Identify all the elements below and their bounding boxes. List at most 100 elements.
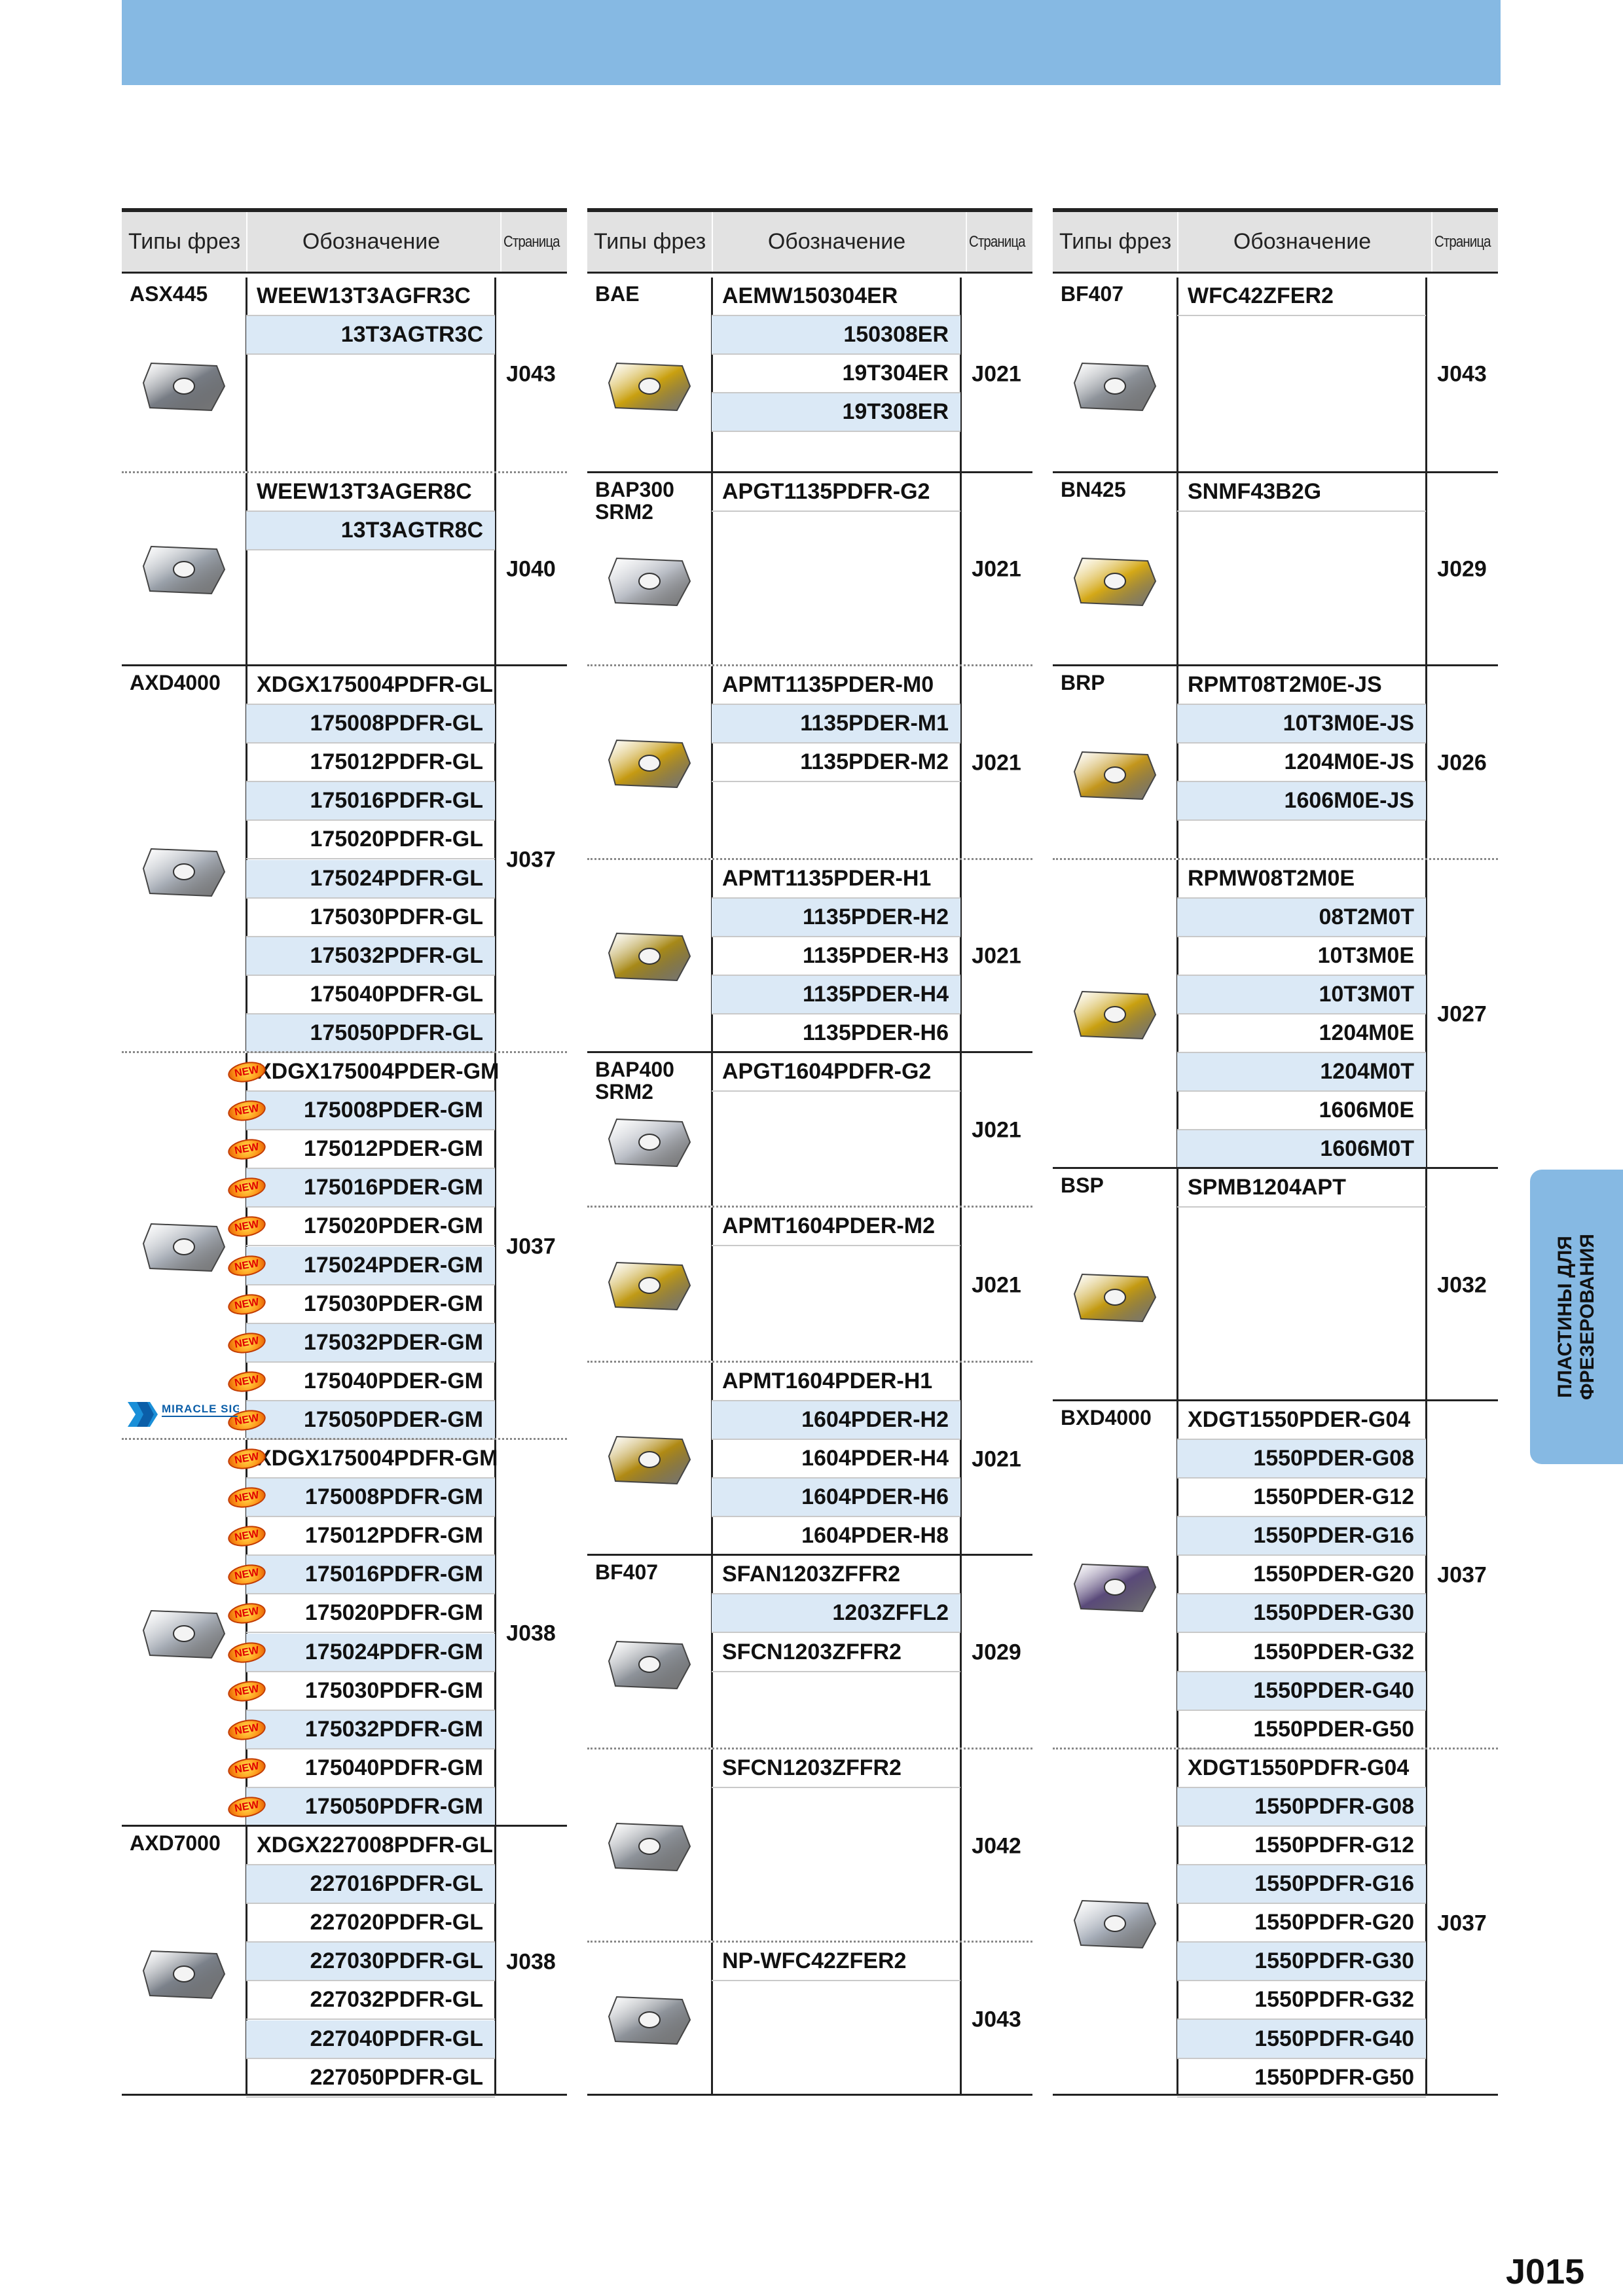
insert-code: 227032PDFR-GL xyxy=(246,1981,495,2020)
cutter-type: BF407 xyxy=(595,1560,659,1585)
insert-image xyxy=(138,842,230,905)
insert-code: 175050PDFR-GM xyxy=(246,1787,495,1827)
insert-code: 175008PDFR-GL xyxy=(246,705,495,744)
page-reference-link[interactable]: J043 xyxy=(506,361,556,387)
insert-code: SPMB1204APT xyxy=(1177,1169,1426,1208)
column-divider xyxy=(1425,1169,1427,1399)
cutter-type: AXD4000 xyxy=(130,671,221,694)
insert-image xyxy=(138,1604,230,1666)
header-page: Страница xyxy=(1431,212,1493,272)
page-reference-link[interactable]: J021 xyxy=(972,750,1021,776)
page-reference-link[interactable]: J026 xyxy=(1437,750,1487,776)
insert-code: 1203ZFFL2 xyxy=(712,1594,960,1634)
insert-code: 175020PDER-GM xyxy=(246,1208,495,1247)
page-reference-link[interactable]: J021 xyxy=(972,943,1021,969)
column-divider xyxy=(711,473,713,664)
insert-code: 175032PDFR-GL xyxy=(246,937,495,976)
insert-code: XDGX227008PDFR-GL xyxy=(246,1827,495,1866)
insert-image xyxy=(1069,1894,1161,1956)
insert-image xyxy=(1069,1268,1161,1330)
insert-code: SFCN1203ZFFR2 xyxy=(712,1633,960,1672)
cutter-type: BAP400 SRM2 xyxy=(595,1058,674,1103)
insert-image xyxy=(604,1990,695,2053)
column-divider xyxy=(1176,1749,1178,2094)
column-divider xyxy=(960,1749,962,1941)
insert-code: 175008PDER-GM xyxy=(246,1092,495,1131)
insert-code: 13T3AGTR8C xyxy=(246,511,495,550)
page-reference-link[interactable]: J027 xyxy=(1437,1001,1487,1027)
page-reference-link[interactable]: J043 xyxy=(972,2007,1021,2032)
insert-code: 1606M0E xyxy=(1177,1092,1426,1131)
insert-code: 1550PDFR-G08 xyxy=(1177,1787,1426,1827)
insert-code: 175050PDFR-GL xyxy=(246,1014,495,1053)
insert-code: 19T304ER xyxy=(712,355,960,394)
page-reference-link[interactable]: J021 xyxy=(972,1272,1021,1298)
page-reference-link[interactable]: J032 xyxy=(1437,1272,1487,1298)
insert-code: 227016PDFR-GL xyxy=(246,1865,495,1905)
insert-image xyxy=(138,540,230,602)
page-reference-link[interactable]: J037 xyxy=(1437,1910,1487,1936)
page-reference-link[interactable]: J029 xyxy=(972,1640,1021,1665)
side-tab-line: ПЛАСТИНЫ ДЛЯ xyxy=(1554,1236,1576,1398)
insert-code: XDGT1550PDFR-G04 xyxy=(1177,1749,1426,1788)
page-reference-link[interactable]: J021 xyxy=(972,1446,1021,1472)
page-reference-link[interactable]: J038 xyxy=(506,1949,556,1975)
insert-code: XDGX175004PDER-GM xyxy=(246,1053,499,1092)
insert-code: 175020PDFR-GM xyxy=(246,1594,495,1634)
insert-code: 175016PDFR-GM xyxy=(246,1556,495,1595)
page-reference-link[interactable]: J029 xyxy=(1437,556,1487,582)
page-reference-link[interactable]: J021 xyxy=(972,361,1021,387)
cutter-type: BXD4000 xyxy=(1061,1405,1152,1429)
header-type: Типы фрез xyxy=(128,229,241,254)
insert-code: 19T308ER xyxy=(712,393,960,433)
page-reference-link[interactable]: J037 xyxy=(506,1234,556,1259)
column-divider xyxy=(960,859,962,1051)
column-divider xyxy=(1425,859,1427,1168)
insert-code: WFC42ZFER2 xyxy=(1177,278,1426,317)
page-reference-link[interactable]: J021 xyxy=(972,556,1021,582)
page-reference-link[interactable]: J037 xyxy=(506,847,556,872)
insert-code: 1604PDER-H8 xyxy=(712,1517,960,1556)
column-divider xyxy=(1176,278,1178,471)
page-reference-link[interactable]: J037 xyxy=(1437,1562,1487,1588)
insert-image xyxy=(1069,985,1161,1047)
column-divider xyxy=(711,1943,713,2094)
column-divider xyxy=(1425,666,1427,858)
cutter-type: BSP xyxy=(1061,1174,1104,1198)
column-divider xyxy=(494,1440,496,1825)
insert-code: 1606M0E-JS xyxy=(1177,782,1426,821)
insert-code: 1604PDER-H2 xyxy=(712,1401,960,1440)
insert-code: 175024PDER-GM xyxy=(246,1246,495,1285)
insert-code: APGT1135PDFR-G2 xyxy=(712,473,960,512)
column-divider xyxy=(1176,1401,1178,1748)
insert-code: XDGX175004PDFR-GM xyxy=(246,1440,498,1479)
column-divider xyxy=(960,666,962,858)
insert-code: 227040PDFR-GL xyxy=(246,2020,495,2059)
page-reference-link[interactable]: J038 xyxy=(506,1621,556,1645)
column-divider xyxy=(1176,1169,1178,1399)
insert-code: 175040PDFR-GM xyxy=(246,1749,495,1788)
header-code: Обозначение xyxy=(1177,212,1426,272)
column-divider xyxy=(1425,1401,1427,1748)
page-reference-link[interactable]: J042 xyxy=(972,1833,1021,1859)
insert-code: 175030PDFR-GL xyxy=(246,899,495,937)
page-reference-link[interactable]: J040 xyxy=(506,556,556,582)
insert-code: 1550PDFR-G50 xyxy=(1177,2059,1426,2098)
page-reference-link[interactable]: J043 xyxy=(1437,361,1487,387)
page-reference-link[interactable]: J021 xyxy=(972,1117,1021,1143)
insert-code: 1135PDER-M1 xyxy=(712,705,960,744)
column-divider xyxy=(960,1943,962,2094)
insert-code: 1550PDFR-G40 xyxy=(1177,2020,1426,2059)
insert-code: 08T2M0T xyxy=(1177,898,1426,937)
insert-code: 1550PDFR-G32 xyxy=(1177,1981,1426,2020)
insert-code: 175016PDER-GM xyxy=(246,1169,495,1208)
insert-code: 175012PDER-GM xyxy=(246,1130,495,1170)
